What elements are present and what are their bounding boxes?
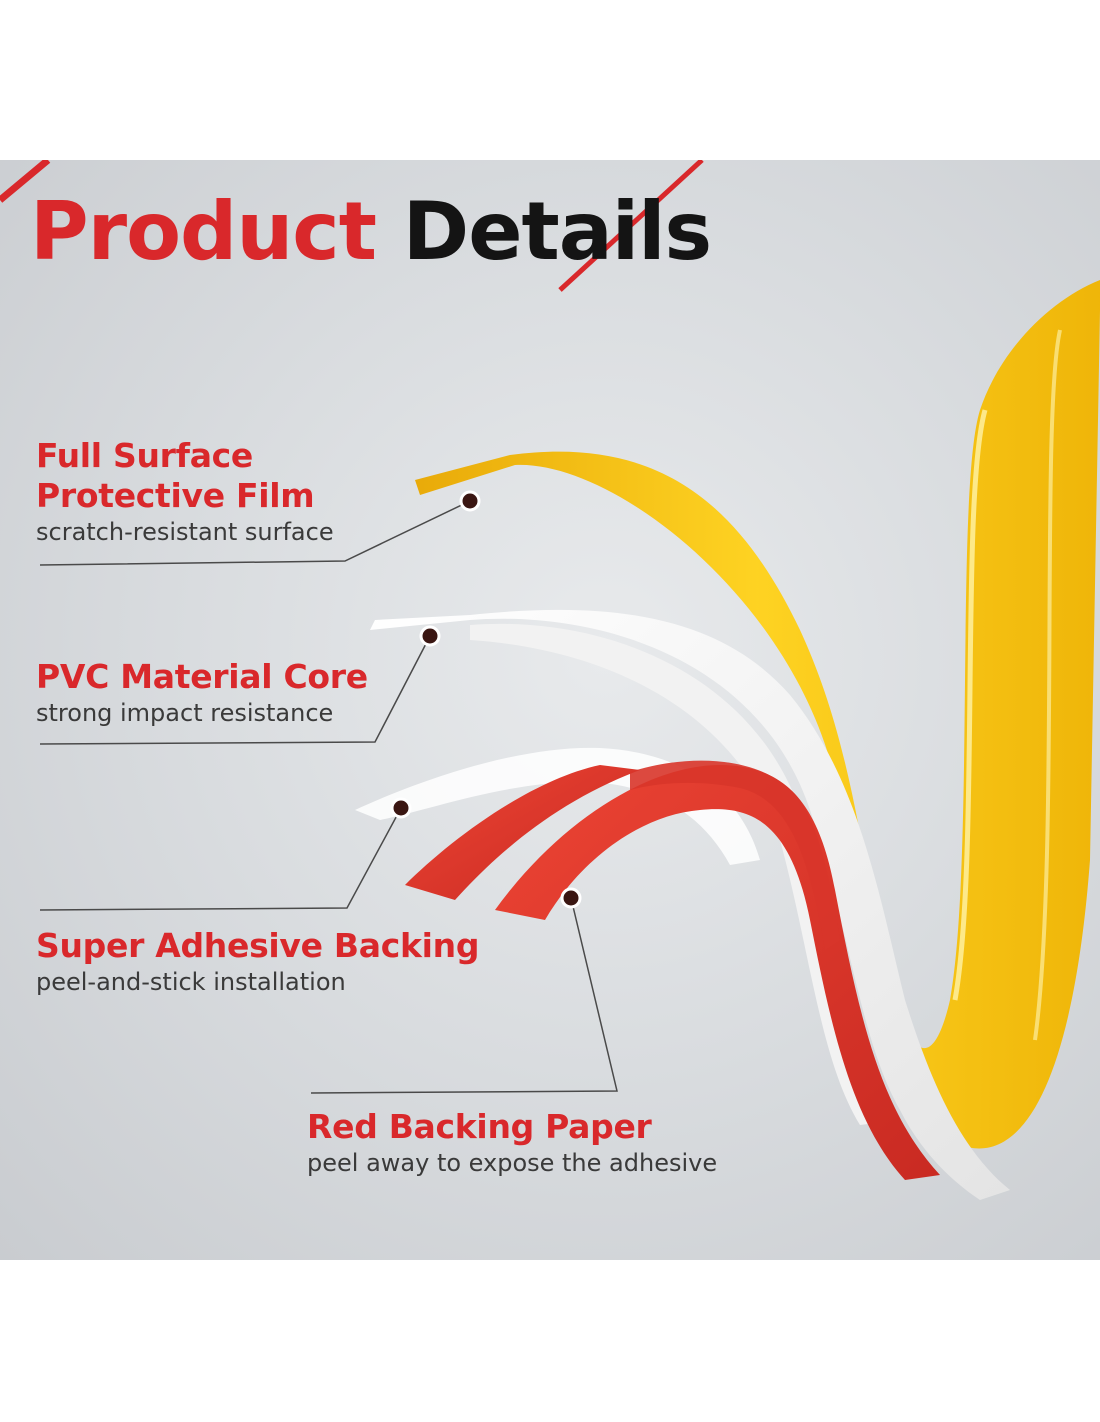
label-adhesive-backing-title: Super Adhesive Backing — [36, 926, 480, 965]
label-protective-film-subtitle: scratch-resistant surface — [36, 518, 334, 546]
callout-dot-adhesive — [390, 797, 412, 819]
yellow-film-edge-2 — [1033, 329, 1062, 1041]
label-red-backing-paper-subtitle: peel away to expose the adhesive — [307, 1149, 718, 1177]
callout-dot-core — [419, 625, 441, 647]
label-pvc-core-subtitle: strong impact resistance — [36, 699, 334, 727]
callout-dot-backing — [560, 887, 582, 909]
label-adhesive-backing-subtitle: peel-and-stick installation — [36, 968, 346, 996]
page-title: Product Details — [30, 192, 712, 272]
red-backing-strip-front — [405, 765, 640, 900]
callout-dot-film — [459, 490, 481, 512]
label-protective-film: Full Surface Protective Film scratch-res… — [36, 436, 334, 548]
label-pvc-core-title: PVC Material Core — [36, 657, 368, 696]
label-red-backing-paper: Red Backing Paper peel away to expose th… — [307, 1107, 717, 1179]
title-word-details: Details — [402, 185, 712, 278]
yellow-film-ribbon — [415, 280, 1100, 1149]
label-protective-film-title-1: Full Surface — [36, 436, 254, 475]
callout-line-backing — [310, 897, 618, 1094]
title-word-product: Product — [30, 185, 377, 278]
callout-line-core — [39, 635, 431, 745]
decor-slash-title — [558, 160, 704, 292]
callout-line-film — [39, 500, 471, 566]
label-protective-film-title-2: Protective Film — [36, 476, 315, 515]
product-details-panel: Product Details Full Surface Protective … — [0, 160, 1100, 1260]
callout-line-adhesive — [39, 807, 402, 911]
yellow-film-edge — [952, 409, 988, 1001]
red-backing-strip-main — [495, 765, 940, 1180]
label-adhesive-backing: Super Adhesive Backing peel-and-stick in… — [36, 926, 479, 998]
red-backing-strip-outer — [630, 760, 840, 950]
layer-illustration — [0, 160, 1100, 1200]
white-core-ribbon — [370, 609, 1010, 1200]
label-pvc-core: PVC Material Core strong impact resistan… — [36, 657, 368, 729]
label-red-backing-paper-title: Red Backing Paper — [307, 1107, 652, 1146]
decor-slash-left — [0, 160, 51, 203]
